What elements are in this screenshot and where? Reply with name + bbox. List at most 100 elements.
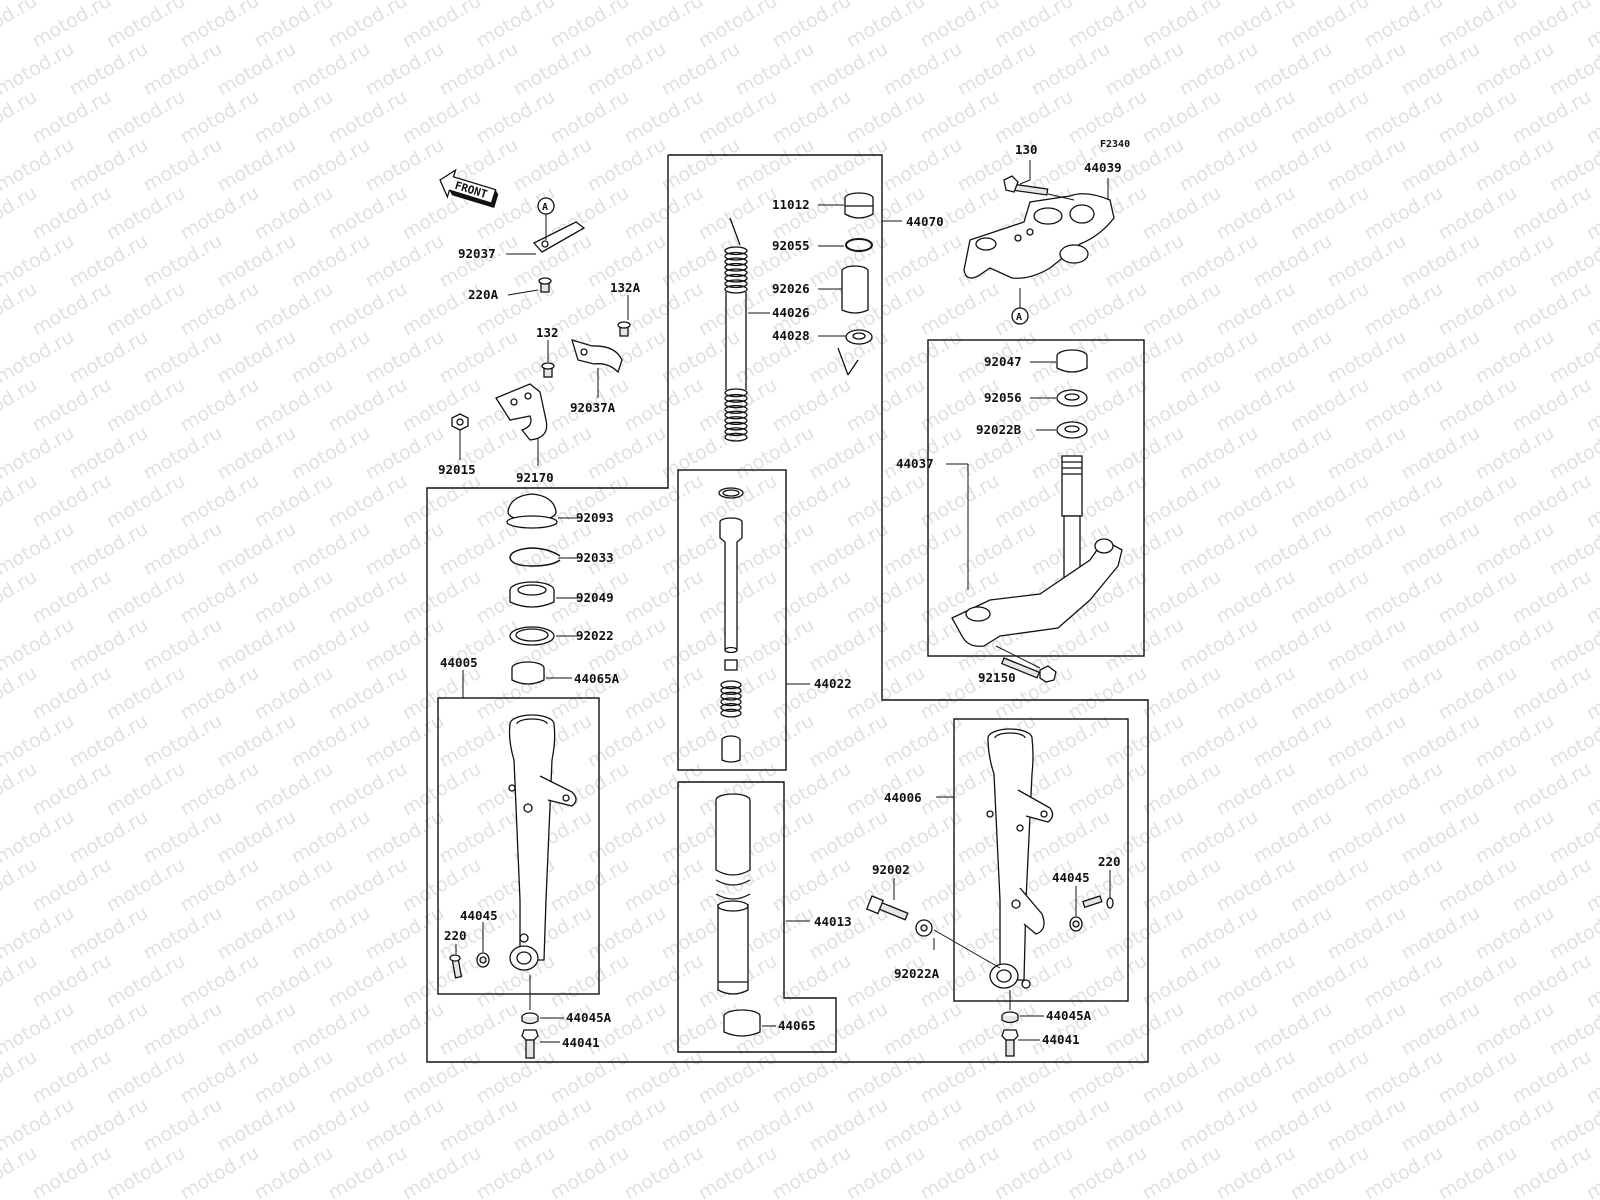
watermark-text: motod.ru [732,38,818,101]
watermark-text: motod.ru [251,182,337,245]
watermark-text: motod.ru [1250,38,1336,101]
watermark-text: motod.ru [362,230,448,293]
watermark-text: motod.ru [251,374,337,437]
watermark-text: motod.ru [658,326,744,389]
watermark-text: motod.ru [1250,230,1336,293]
watermark-text: motod.ru [103,0,189,52]
part-130 [1003,175,1049,196]
watermark-text: motod.ru [251,1142,337,1200]
watermark-text: motod.ru [1361,950,1447,1013]
watermark-text: motod.ru [880,806,966,869]
watermark-text: motod.ru [1472,1094,1558,1157]
watermark-text: motod.ru [806,422,892,485]
label-220A: 220A [468,287,499,302]
watermark-text: motod.ru [1287,86,1373,149]
label-92037A: 92037A [570,400,616,415]
watermark-text: motod.ru [1065,0,1151,52]
watermark-text: motod.ru [880,1094,966,1157]
spring-44026-coil [724,399,748,409]
watermark-text: motod.ru [769,470,855,533]
spring-44026-coil [724,257,748,267]
watermark-text: motod.ru [1324,614,1410,677]
watermark-text: motod.ru [954,1094,1040,1157]
watermark-text: motod.ru [214,326,300,389]
watermark-text: motod.ru [1176,1094,1262,1157]
frame-44005 [437,697,600,995]
watermark-text: motod.ru [66,1094,152,1157]
watermark-text: motod.ru [1213,86,1299,149]
part-44045-left [476,952,490,968]
label-92037: 92037 [458,246,496,261]
watermark-text: motod.ru [584,422,670,485]
watermark-text: motod.ru [362,422,448,485]
label-44041-right: 44041 [1042,1032,1080,1047]
watermark-text: motod.ru [1509,1046,1595,1109]
callout-a-lower [1011,307,1029,325]
watermark-text: motod.ru [1287,182,1373,245]
watermark-text: motod.ru [29,854,115,917]
watermark-text: motod.ru [1176,998,1262,1061]
watermark-text: motod.ru [1287,758,1373,821]
watermark-text: motod.ru [1176,902,1262,965]
spring-44026-coil [724,273,748,283]
watermark-text: motod.ru [29,662,115,725]
watermark-text: motod.ru [1324,806,1410,869]
watermark-text: motod.ru [880,230,966,293]
watermark-text: motod.ru [103,1142,189,1200]
watermark-text: motod.ru [917,470,1003,533]
watermark-text: motod.ru [140,518,226,581]
watermark-text: motod.ru [1509,86,1595,149]
watermark-text: motod.ru [473,1046,559,1109]
callout-a-upper-label: A [542,202,548,213]
callout-a-upper [537,197,555,215]
watermark-text: motod.ru [1509,662,1595,725]
watermark-text: motod.ru [621,950,707,1013]
watermark-text: motod.ru [214,422,300,485]
watermark-text: motod.ru [732,614,818,677]
watermark-text: motod.ru [510,134,596,197]
watermark-text: motod.ru [29,374,115,437]
watermark-text: motod.ru [880,38,966,101]
label-44006: 44006 [884,790,922,805]
watermark-text: motod.ru [1361,1142,1447,1200]
spring-44026-coil [724,416,748,425]
frame-44013 [677,781,837,1053]
watermark-text: motod.ru [140,806,226,869]
watermark-text: motod.ru [658,38,744,101]
label-220-left: 220 [444,928,467,943]
watermark-text: motod.ru [1102,614,1188,677]
watermark-text: motod.ru [177,182,263,245]
watermark-text: motod.ru [658,230,744,293]
watermark-text: motod.ru [1213,758,1299,821]
label-44045A-left: 44045A [566,1010,612,1025]
watermark-text: motod.ru [103,278,189,341]
part-44022 [718,487,744,763]
part-44005 [508,714,577,971]
part-44041-right [1001,1029,1019,1057]
watermark-text: motod.ru [177,662,263,725]
watermark-text: motod.ru [1398,1094,1484,1157]
watermark-text: motod.ru [1361,182,1447,245]
watermark-text: motod.ru [29,566,115,629]
part-44041-left [521,1029,539,1059]
watermark-text: motod.ru [1509,1142,1595,1200]
label-92170: 92170 [516,470,554,485]
watermark-text: motod.ru [140,230,226,293]
part-220-left [449,954,463,979]
watermark-text: motod.ru [1398,422,1484,485]
watermark-text: motod.ru [954,38,1040,101]
watermark-text: motod.ru [362,326,448,389]
watermark-text: motod.ru [251,470,337,533]
watermark-text: motod.ru [584,806,670,869]
spring-44022-coil [720,703,742,712]
watermark-text: motod.ru [1509,278,1595,341]
watermark-text: motod.ru [1324,38,1410,101]
watermark-text: motod.ru [140,134,226,197]
part-11012 [844,192,874,219]
watermark-text: motod.ru [621,86,707,149]
watermark-text: motod.ru [917,86,1003,149]
watermark-text: motod.ru [1361,374,1447,437]
watermark-text: motod.ru [1250,998,1336,1061]
watermark-text: motod.ru [1324,710,1410,773]
watermark-text: motod.ru [214,134,300,197]
